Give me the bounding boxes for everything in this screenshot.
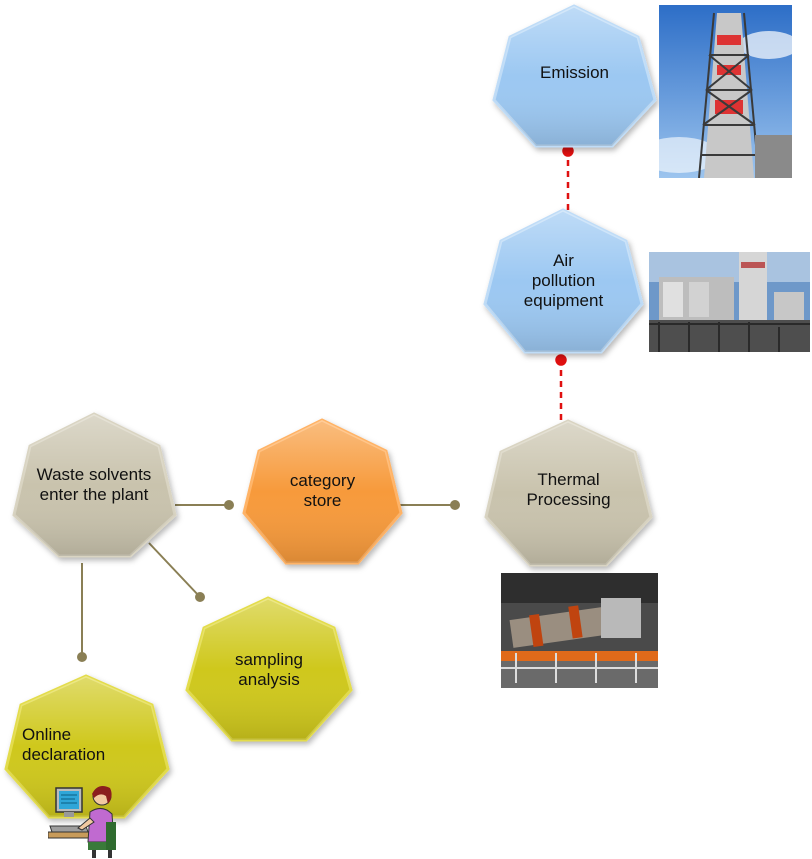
air-pollution-label-line1: Air xyxy=(553,251,574,270)
connector-dot xyxy=(450,500,460,510)
waste-solvents-label-line1: Waste solvents xyxy=(36,465,152,484)
computer-user-clipart xyxy=(48,782,118,858)
online-declaration-label-line1: Online xyxy=(22,725,72,744)
thermal-processing-label-line1: Thermal xyxy=(537,470,600,489)
sampling-analysis-label-line2: analysis xyxy=(238,670,300,689)
waste-solvents-label-line2: enter the plant xyxy=(39,485,149,504)
connector-waste-to-sampling xyxy=(148,542,201,598)
connector-dot xyxy=(195,592,205,602)
air-pollution-label-line3: equipment xyxy=(523,291,604,310)
air-pollution-equipment-photo xyxy=(649,252,810,352)
connectors-solid xyxy=(77,500,460,662)
connector-dot xyxy=(555,354,567,366)
category-store-label-line2: store xyxy=(303,491,342,510)
stack-tower-photo xyxy=(659,5,792,178)
emission-node: Emission xyxy=(494,60,655,86)
connectors-dashed xyxy=(555,145,574,420)
category-store-label-line1: category xyxy=(289,471,356,490)
node-bevels xyxy=(6,6,655,817)
connector-dot xyxy=(562,145,574,157)
rotary-kiln-photo xyxy=(501,573,658,688)
air-pollution-label-line2: pollution xyxy=(531,271,596,290)
sampling-analysis-label-line1: sampling xyxy=(234,650,304,669)
connector-dot xyxy=(224,500,234,510)
emission-label: Emission xyxy=(540,63,609,82)
online-declaration-label-line2: declaration xyxy=(22,745,106,764)
connector-dot xyxy=(77,652,87,662)
thermal-processing-label-line2: Processing xyxy=(526,490,611,509)
